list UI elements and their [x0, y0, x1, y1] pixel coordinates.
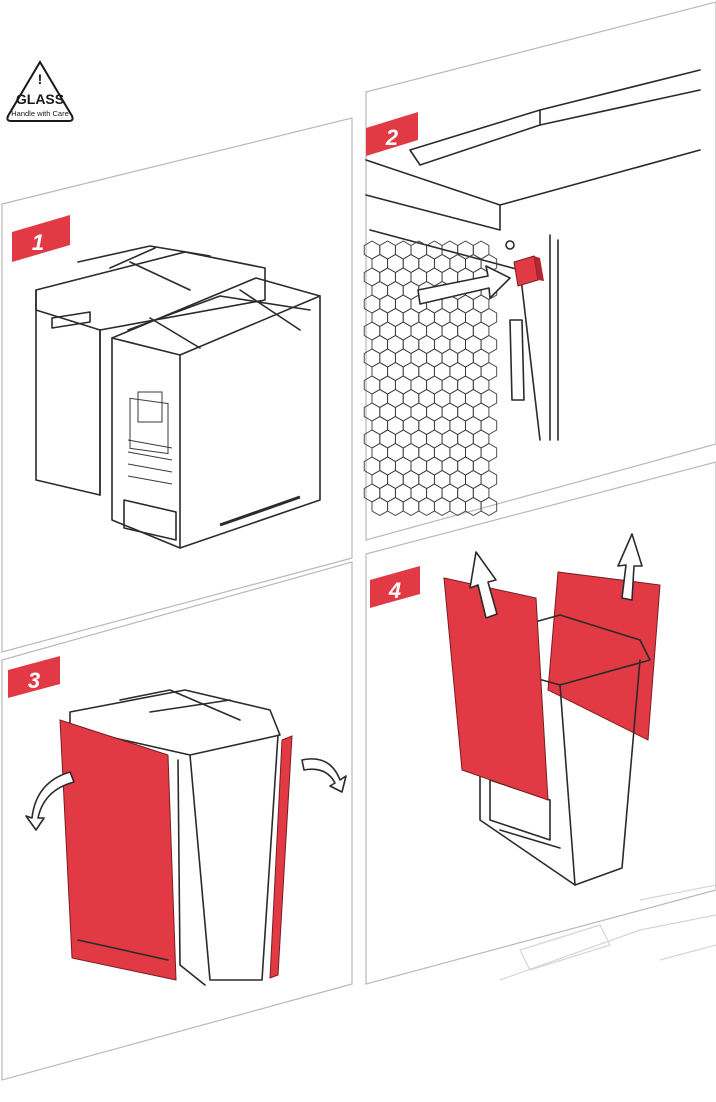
side-glass-panel — [60, 720, 176, 980]
step-3-panel: 3 — [2, 562, 352, 1080]
step-2-panel: 2 — [364, 2, 716, 540]
warning-title: GLASS — [16, 91, 64, 107]
warning-mark: ! — [38, 71, 43, 87]
step-4-number: 4 — [388, 578, 401, 603]
step-2-number: 2 — [385, 125, 399, 150]
step-4-panel: 4 — [366, 462, 716, 984]
glass-warning-icon: ! GLASS Handle with Care — [7, 62, 72, 121]
step-1-panel: 1 — [2, 118, 352, 652]
step-1-number: 1 — [32, 230, 44, 255]
warning-subtitle: Handle with Care — [11, 109, 69, 118]
step-3-number: 3 — [28, 668, 40, 693]
